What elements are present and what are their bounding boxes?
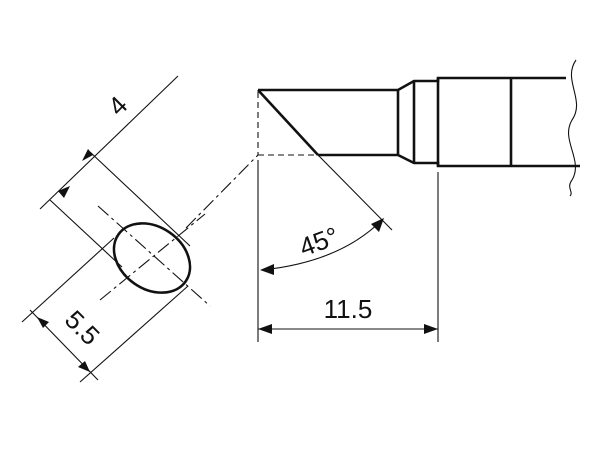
- length-label: 11.5: [324, 294, 373, 324]
- arrow-115-left: [258, 324, 272, 334]
- dim-line-4: [39, 75, 179, 210]
- ext-line-4b: [89, 151, 191, 247]
- ext-line-4a: [49, 199, 123, 268]
- projection-line: [185, 154, 259, 229]
- side-profile-view: 45° 11.5: [257, 59, 580, 342]
- angle-label: 45°: [295, 221, 342, 263]
- bevel-face: [257, 89, 319, 156]
- tip-bottom-edge: [318, 153, 580, 168]
- tip-face-ellipse: [112, 222, 192, 294]
- tip-top-edge: [258, 76, 566, 92]
- angle-arrow-left: [260, 264, 274, 275]
- width-label: 4: [102, 90, 133, 121]
- cross-section-view: 4 5.5: [21, 75, 259, 383]
- ext-line-55b: [79, 285, 189, 383]
- arrow-55-lower: [78, 361, 90, 372]
- angle-extension-line: [317, 154, 393, 231]
- arrow-4-upper: [82, 149, 93, 161]
- ext-line-55a: [21, 237, 115, 323]
- height-label: 5.5: [59, 304, 106, 351]
- center-line-minor: [99, 213, 206, 301]
- arrow-55-upper: [37, 317, 49, 328]
- angle-arc: [261, 219, 383, 271]
- arrow-4-lower: [58, 186, 70, 198]
- angle-arrow-right: [371, 218, 384, 232]
- arrow-115-right: [424, 324, 438, 334]
- break-line: [567, 59, 578, 197]
